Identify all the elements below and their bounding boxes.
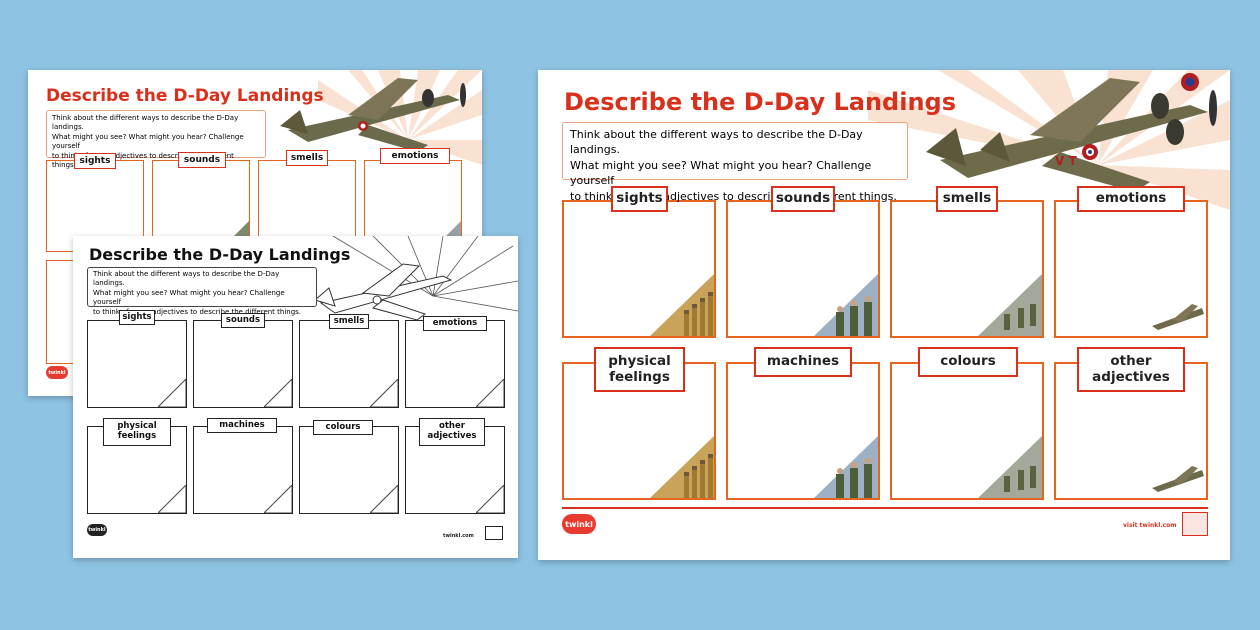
bullets-outline-icon — [158, 379, 186, 407]
footer-url[interactable]: twinkl.com — [443, 533, 474, 539]
worksheet-title: Describe the D-Day Landings — [46, 86, 324, 106]
bomber-plane-icon — [280, 78, 466, 152]
bullets-icon — [650, 274, 714, 336]
category-label: sights — [119, 310, 155, 325]
category-label: machines — [754, 347, 852, 377]
fighter-plane-icon — [1142, 274, 1206, 336]
twinkl-logo-icon: twinkl — [46, 366, 68, 379]
description-box[interactable] — [562, 200, 716, 338]
category-label: other adjectives — [1077, 347, 1185, 392]
twinkl-logo-icon: twinkl — [562, 514, 596, 534]
category-label: emotions — [1077, 186, 1185, 212]
soldiers-icon — [814, 436, 878, 498]
description-box[interactable] — [299, 426, 399, 514]
description-box[interactable] — [87, 320, 187, 408]
category-label: colours — [918, 347, 1018, 377]
bomber-plane-outline-icon — [313, 263, 453, 321]
description-box[interactable] — [405, 320, 505, 408]
svg-text:V T: V T — [1055, 154, 1077, 168]
fighter-plane-outline-icon — [476, 485, 504, 513]
description-box[interactable] — [193, 320, 293, 408]
category-label: emotions — [380, 148, 450, 164]
category-label: smells — [936, 186, 998, 212]
category-label: sounds — [771, 186, 835, 212]
worksheet-intro: Think about the different ways to descri… — [562, 122, 908, 203]
category-label: colours — [313, 420, 373, 435]
category-label: physical feelings — [103, 418, 171, 446]
description-box[interactable] — [193, 426, 293, 514]
bullets-icon — [650, 436, 714, 498]
worksheet-title: Describe the D-Day Landings — [564, 88, 957, 116]
description-box[interactable] — [1054, 200, 1208, 338]
beach-landing-outline-icon — [370, 485, 398, 513]
quality-stamp-icon — [485, 526, 503, 540]
description-box[interactable] — [890, 200, 1044, 338]
category-label: sights — [74, 153, 116, 169]
bw-worksheet: Describe the D-Day Landings Think about … — [73, 236, 518, 558]
footer-divider — [562, 507, 1208, 509]
category-label: machines — [207, 418, 277, 433]
fighter-plane-icon — [1142, 436, 1206, 498]
soldiers-outline-icon — [264, 379, 292, 407]
worksheet-title: Describe the D-Day Landings — [89, 245, 351, 264]
category-label: smells — [286, 150, 328, 166]
back-color-worksheet: Describe the D-Day Landings Think about … — [28, 70, 482, 396]
fighter-plane-outline-icon — [476, 379, 504, 407]
quality-stamp-icon — [1182, 512, 1208, 536]
soldiers-outline-icon — [264, 485, 292, 513]
soldiers-icon — [814, 274, 878, 336]
description-box[interactable] — [299, 320, 399, 408]
category-label: smells — [329, 314, 369, 329]
category-label: sights — [611, 186, 668, 212]
worksheet-intro: Think about the different ways to descri… — [87, 267, 317, 316]
category-label: sounds — [178, 152, 226, 168]
twinkl-logo-icon: twinkl — [87, 524, 107, 536]
category-label: physical feelings — [594, 347, 685, 392]
worksheet-intro: Think about the different ways to descri… — [46, 110, 266, 169]
bomber-plane-icon: V T — [926, 73, 1217, 192]
beach-landing-icon — [978, 274, 1042, 336]
description-box[interactable] — [726, 362, 880, 500]
category-label: sounds — [221, 313, 265, 328]
footer-url[interactable]: visit twinkl.com — [1123, 522, 1177, 529]
description-box[interactable] — [726, 200, 880, 338]
description-box[interactable] — [890, 362, 1044, 500]
front-color-worksheet: V T Describe the D-Day Landings Think ab… — [538, 70, 1230, 560]
category-label: other adjectives — [419, 418, 485, 446]
bullets-outline-icon — [158, 485, 186, 513]
beach-landing-icon — [978, 436, 1042, 498]
category-label: emotions — [423, 316, 487, 331]
beach-landing-outline-icon — [370, 379, 398, 407]
